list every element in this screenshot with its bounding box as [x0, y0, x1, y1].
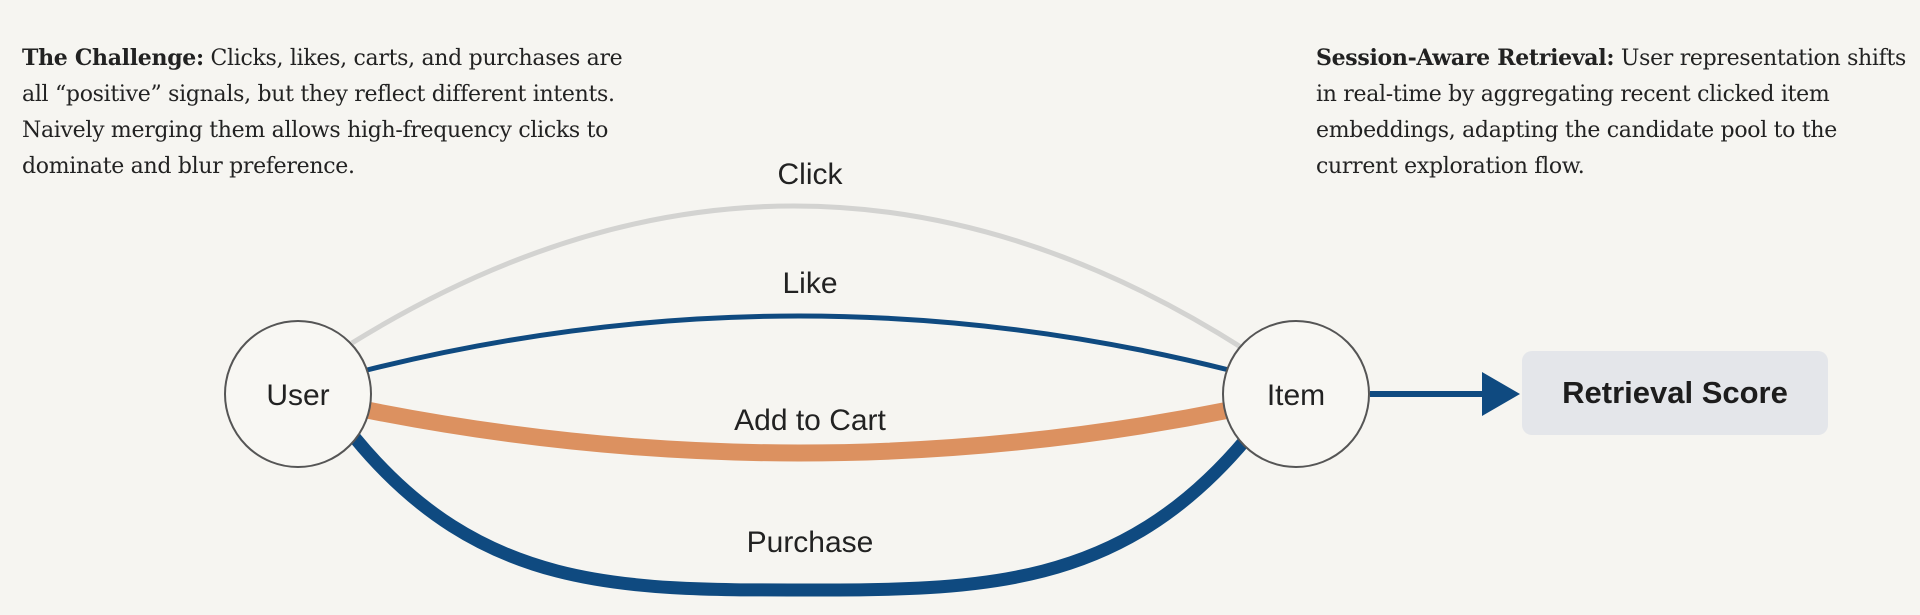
edge-label-purchase: Purchase [747, 526, 874, 559]
edge-label-click: Click [778, 158, 844, 191]
challenge-note: The Challenge: Clicks, likes, carts, and… [22, 40, 642, 185]
retrieval-score-box: Retrieval Score [1522, 351, 1828, 435]
item-node-label: Item [1267, 379, 1325, 412]
edge-label-add-to-cart: Add to Cart [734, 404, 886, 437]
item-node [1222, 320, 1370, 468]
session-retrieval-heading: Session-Aware Retrieval: [1316, 45, 1615, 71]
session-retrieval-note: Session-Aware Retrieval: User representa… [1316, 40, 1916, 185]
edge-like [366, 313, 1230, 373]
user-node-label: User [266, 379, 329, 412]
edge-purchase [349, 433, 1252, 597]
edge-click [350, 203, 1246, 352]
challenge-body: Clicks, likes, carts, and purchases are … [22, 46, 623, 179]
edge-label-like: Like [782, 267, 837, 300]
session-retrieval-body: User representation shifts in real-time … [1316, 46, 1907, 179]
arrow-right-icon [1482, 372, 1520, 416]
edge-add-to-cart [365, 401, 1231, 462]
challenge-heading: The Challenge: [22, 45, 204, 71]
user-node [224, 320, 372, 468]
